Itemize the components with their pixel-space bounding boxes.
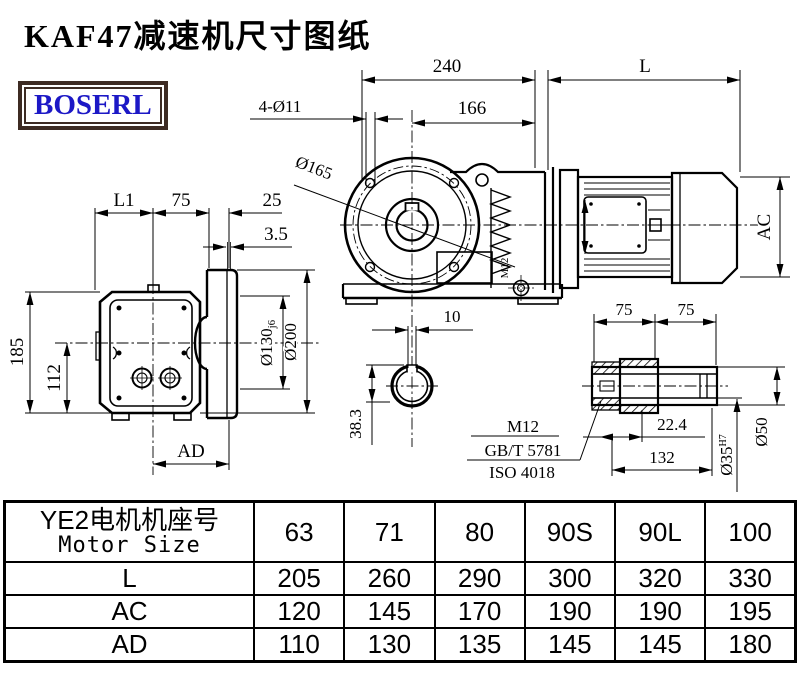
shaft-detail: 75 75 22.4 132 Ø35H7 Ø50 (582, 299, 785, 492)
front-view: M12 (340, 110, 758, 447)
dimension-drawing: M12 (6, 55, 790, 492)
dim-AC: AC (754, 214, 775, 240)
dim-L: L (639, 56, 651, 77)
dim-10: 10 (444, 307, 461, 326)
table-cell: 145 (343, 594, 436, 629)
table-header-cell: 63 (252, 500, 346, 563)
row-label: AC (3, 594, 255, 629)
dim-75-hub2: 75 (678, 300, 695, 319)
table-header-cell: 71 (343, 500, 436, 563)
table-header-row: YE2电机机座号 Motor Size 63 71 80 90S 90L 100 (3, 500, 797, 563)
row-label: AD (3, 627, 255, 663)
boserl-logo-text: BOSERL (34, 89, 152, 121)
ac-dimension: AC (740, 176, 790, 278)
dim-112: 112 (44, 364, 65, 392)
table-cell: 320 (613, 561, 707, 596)
boserl-logo-frame: BOSERL (24, 87, 162, 124)
table-cell: 195 (704, 594, 797, 629)
dim-132: 132 (649, 448, 675, 467)
dim-AD: AD (177, 441, 204, 462)
dim-75: 75 (172, 190, 191, 211)
table-cell: 290 (433, 561, 526, 596)
table-row-AC: AC 120 145 170 190 190 195 (3, 594, 797, 629)
table-header-motor-size: YE2电机机座号 Motor Size (3, 500, 255, 563)
table-cell: 330 (704, 561, 797, 596)
bolt-note-size: M12 (507, 417, 539, 436)
table-cell: 170 (433, 594, 526, 629)
dim-185: 185 (7, 338, 28, 367)
dim-O35: Ø35H7 (717, 434, 736, 476)
table-header-cell: 90L (613, 500, 707, 563)
table-cell: 205 (252, 561, 346, 596)
table-cell: 120 (252, 594, 346, 629)
table-cell: 135 (433, 627, 526, 663)
table-cell: 110 (252, 627, 346, 663)
dim-22-4: 22.4 (657, 415, 687, 434)
table-header-cell: 90S (523, 500, 617, 563)
motor-size-label-cn: YE2电机机座号 (39, 504, 220, 535)
output-shaft-section: 10 38.3 (345, 306, 473, 445)
table-header-cell: 80 (433, 500, 526, 563)
table-row-AD: AD 110 130 135 145 145 180 (3, 627, 797, 663)
dim-L1: L1 (113, 190, 134, 211)
dim-O165: Ø165 (293, 152, 335, 183)
bolt-note-iso: ISO 4018 (489, 463, 555, 482)
left-view-dimensions: L1 75 25 3.5 185 112 AD Ø130j6 (6, 189, 315, 470)
page-title: KAF47减速机尺寸图纸 (24, 18, 372, 54)
left-view (55, 268, 320, 475)
row-label: L (3, 561, 255, 596)
dim-38-3: 38.3 (346, 409, 365, 439)
dim-166: 166 (458, 98, 487, 119)
dim-75-hub1: 75 (616, 300, 633, 319)
dim-25: 25 (263, 190, 282, 211)
dim-240: 240 (433, 56, 462, 77)
dimension-table: YE2电机机座号 Motor Size 63 71 80 90S 90L 100… (3, 500, 797, 663)
table-cell: 145 (613, 627, 707, 663)
table-cell: 180 (704, 627, 797, 663)
dim-4xO11: 4-Ø11 (259, 97, 302, 116)
top-dimensions: 240 L 166 4-Ø11 Ø165 (250, 55, 741, 268)
boserl-logo: BOSERL (18, 81, 168, 130)
plug-size-label: M12 (499, 258, 511, 279)
table-cell: 190 (613, 594, 707, 629)
bolt-note-gb: GB/T 5781 (485, 441, 562, 460)
table-cell: 130 (343, 627, 436, 663)
dim-O130: Ø130j6 (257, 319, 278, 366)
table-header-cell: 100 (704, 500, 797, 563)
table-cell: 260 (343, 561, 436, 596)
table-cell: 145 (523, 627, 617, 663)
motor-size-label-en: Motor Size (58, 533, 201, 559)
motor-view (558, 168, 739, 290)
dim-O50: Ø50 (752, 417, 771, 446)
table-cell: 300 (523, 561, 617, 596)
table-row-L: L 205 260 290 300 320 330 (3, 561, 797, 596)
table-cell: 190 (523, 594, 617, 629)
dim-O200: Ø200 (281, 323, 300, 361)
bolt-note: M12 GB/T 5781 ISO 4018 (467, 400, 602, 484)
dim-3-5: 3.5 (264, 224, 288, 245)
